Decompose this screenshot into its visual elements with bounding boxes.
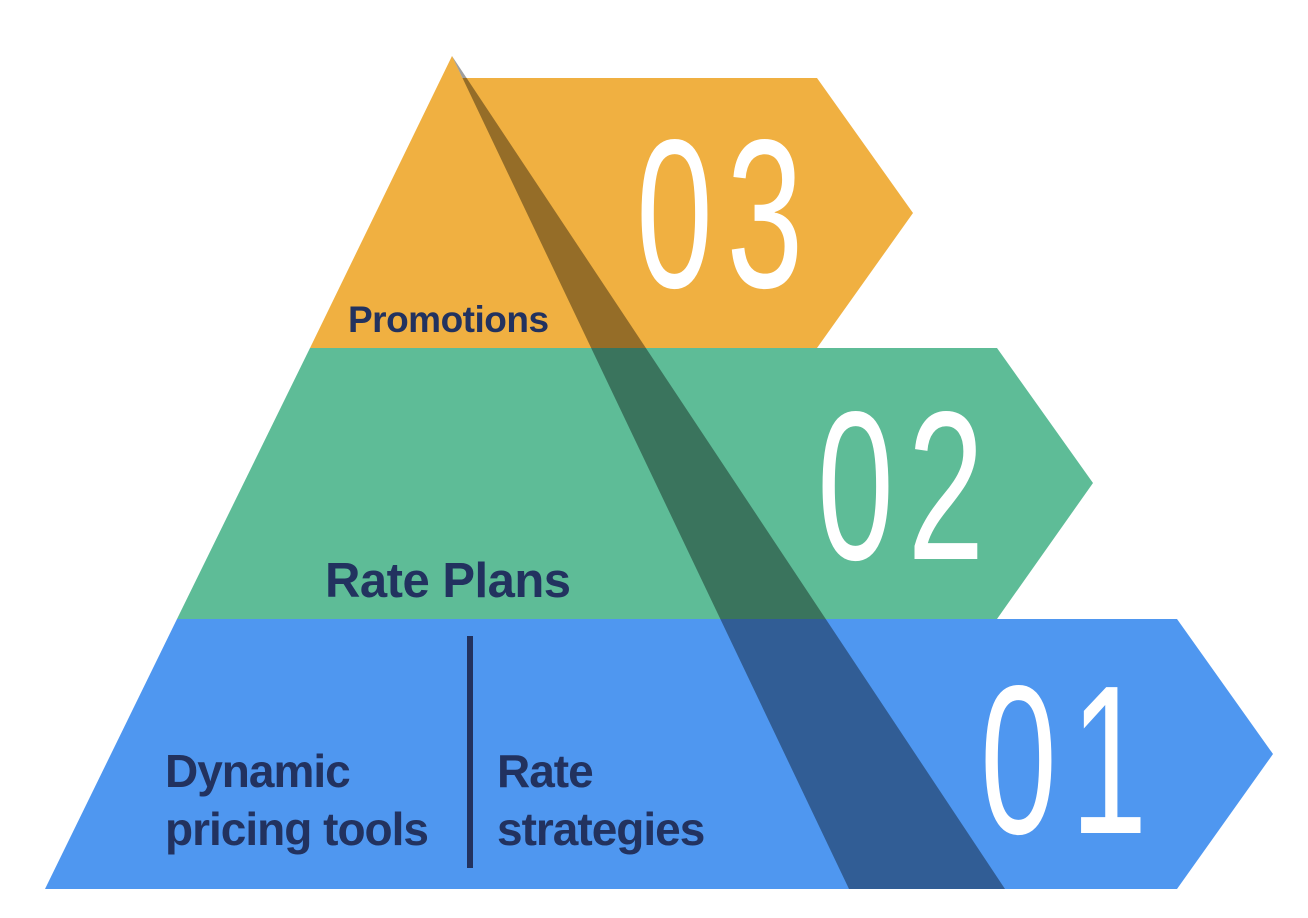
level-03-number: 03 xyxy=(636,95,817,332)
level-02-label: Rate Plans xyxy=(325,554,571,608)
pyramid-shadow-fold xyxy=(452,56,1005,889)
level-02-number: 02 xyxy=(817,367,998,604)
level-02-arrow-banner xyxy=(320,348,1093,619)
level-01-arrow-banner xyxy=(400,619,1273,889)
level-01-left-label-line1: Dynamic xyxy=(165,745,350,797)
level-03-arrow-banner xyxy=(460,78,913,348)
level-01-divider-line xyxy=(467,636,473,868)
level-01-right-label-line2: strategies xyxy=(497,803,704,855)
level-01-number: 01 xyxy=(980,641,1161,878)
level-01-right-label-line1: Rate xyxy=(497,745,593,797)
level-03-label: Promotions xyxy=(348,299,549,340)
level-01-left-label-line2: pricing tools xyxy=(165,803,428,855)
